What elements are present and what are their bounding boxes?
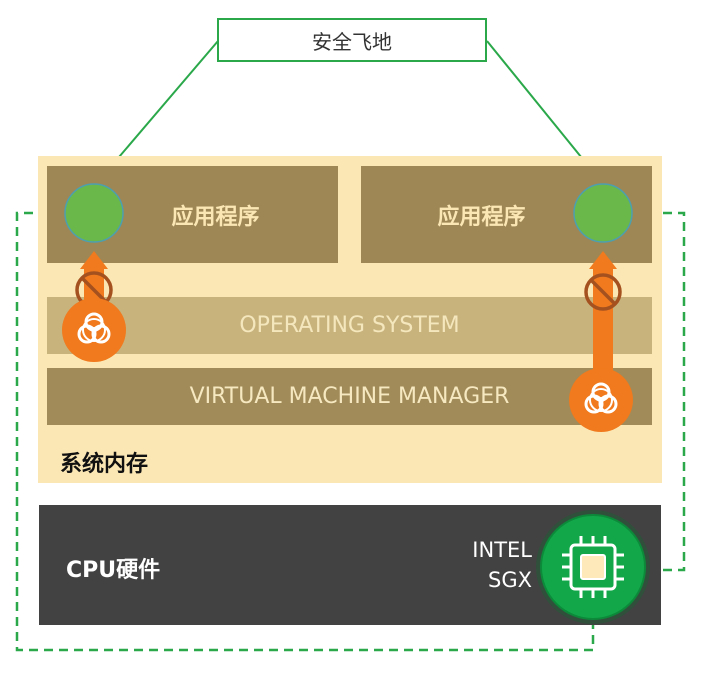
application-right-label: 应用程序: [437, 204, 526, 230]
attack-arrow-right-icon: [589, 251, 617, 380]
sgx-label-line1: INTEL: [472, 538, 532, 562]
application-left-label: 应用程序: [171, 204, 260, 230]
sgx-label-line2: SGX: [488, 568, 532, 592]
application-box-right: 应用程序: [361, 166, 652, 263]
virtual-machine-manager-label: VIRTUAL MACHINE MANAGER: [189, 384, 510, 409]
biohazard-right-icon: [569, 368, 633, 432]
enclave-right-icon: [573, 183, 633, 243]
biohazard-left-icon: [62, 298, 126, 362]
operating-system-bar: OPERATING SYSTEM: [47, 297, 652, 354]
sgx-chip-icon: [536, 510, 650, 624]
enclave-label: 安全飞地: [217, 18, 487, 62]
no-entry-right-icon: [584, 273, 622, 311]
virtual-machine-manager-bar: VIRTUAL MACHINE MANAGER: [47, 368, 652, 425]
system-memory-label: 系统内存: [60, 452, 149, 477]
enclave-left-icon: [64, 183, 124, 243]
dashed-link-left: [15, 211, 595, 652]
operating-system-label: OPERATING SYSTEM: [239, 313, 460, 338]
dashed-link-right: [633, 211, 686, 572]
cpu-hardware-label: CPU硬件: [66, 558, 161, 583]
enclave-label-text: 安全飞地: [312, 29, 392, 54]
